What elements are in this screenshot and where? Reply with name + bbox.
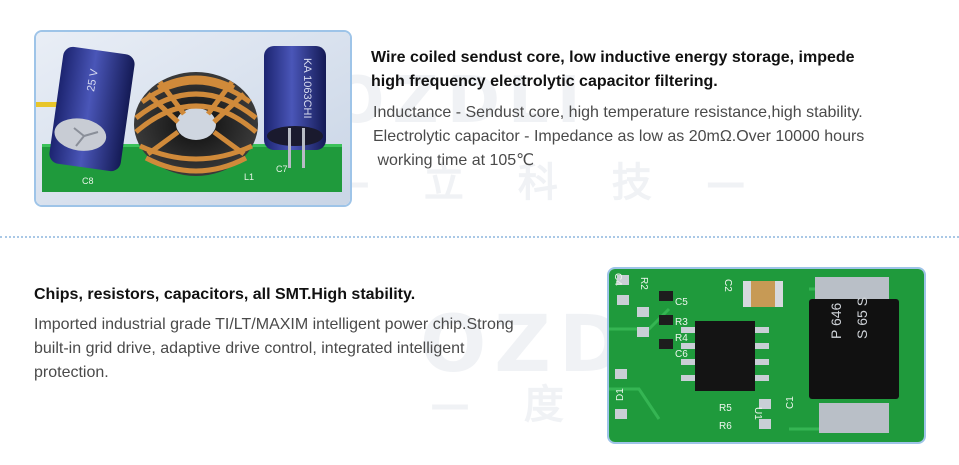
pcb-label-r2: R2 xyxy=(638,277,649,290)
pcb-label-r4: R4 xyxy=(675,333,688,344)
pcb-label-l1: L1 xyxy=(244,172,254,182)
diode-marking-1: P 646 xyxy=(828,302,844,339)
section2-body: Imported industrial grade TI/LT/MAXIM in… xyxy=(34,313,594,385)
section1-body-line: Electrolytic capacitor - Impedance as lo… xyxy=(373,128,865,145)
section1-heading: Wire coiled sendust core, low inductive … xyxy=(371,46,931,94)
section1-body-line: Inductance - Sendust core, high temperat… xyxy=(373,104,863,121)
pcb-label-c7: C7 xyxy=(276,164,288,174)
section2-body-line: protection. xyxy=(34,364,109,381)
section1-heading-line: high frequency electrolytic capacitor fi… xyxy=(371,73,718,90)
pcb-label-r6: R6 xyxy=(719,421,732,432)
left-capacitor: 25 V xyxy=(49,46,135,172)
right-capacitor-rating: KA 1063CHI xyxy=(301,58,313,119)
pcb-label-c6: C6 xyxy=(675,349,688,360)
section2-body-line: Imported industrial grade TI/LT/MAXIM in… xyxy=(34,316,514,333)
right-capacitor: KA 1063CHI xyxy=(264,46,326,168)
section-divider xyxy=(0,236,959,238)
pcb-label-r3: R3 xyxy=(675,317,688,328)
pcb-label-d1: D1 xyxy=(615,388,626,401)
diode-marking-2: S 65 S xyxy=(854,297,870,339)
pcb-label-c4: C4 xyxy=(612,273,623,286)
inductor-capacitor-photo: C8 L1 C7 25 V xyxy=(34,30,352,207)
section1-body-line: working time at 105℃ xyxy=(373,152,535,169)
toroid-inductor xyxy=(134,72,258,176)
power-diode: P 646 S 65 S xyxy=(809,277,899,433)
section2-heading: Chips, resistors, capacitors, all SMT.Hi… xyxy=(34,286,416,303)
pcb-label-c5: C5 xyxy=(675,297,688,308)
left-capacitor-rating: 25 V xyxy=(85,67,101,92)
section2-body-line: built-in grid drive, adaptive drive cont… xyxy=(34,340,465,357)
pcb-label-c8: C8 xyxy=(82,176,94,186)
pcb-label-u1: U1 xyxy=(752,407,763,420)
pcb-label-c1: C1 xyxy=(785,396,796,409)
ic-chip xyxy=(681,321,769,391)
section1-heading-line: Wire coiled sendust core, low inductive … xyxy=(371,49,855,66)
pcb-label-r5: R5 xyxy=(719,403,732,414)
pcb-label-c2: C2 xyxy=(722,279,733,292)
smt-board-photo: P 646 S 65 S C4 R2 C5 R3 R4 C6 C2 R5 R6 … xyxy=(607,267,926,444)
section1-body: Inductance - Sendust core, high temperat… xyxy=(373,101,943,173)
